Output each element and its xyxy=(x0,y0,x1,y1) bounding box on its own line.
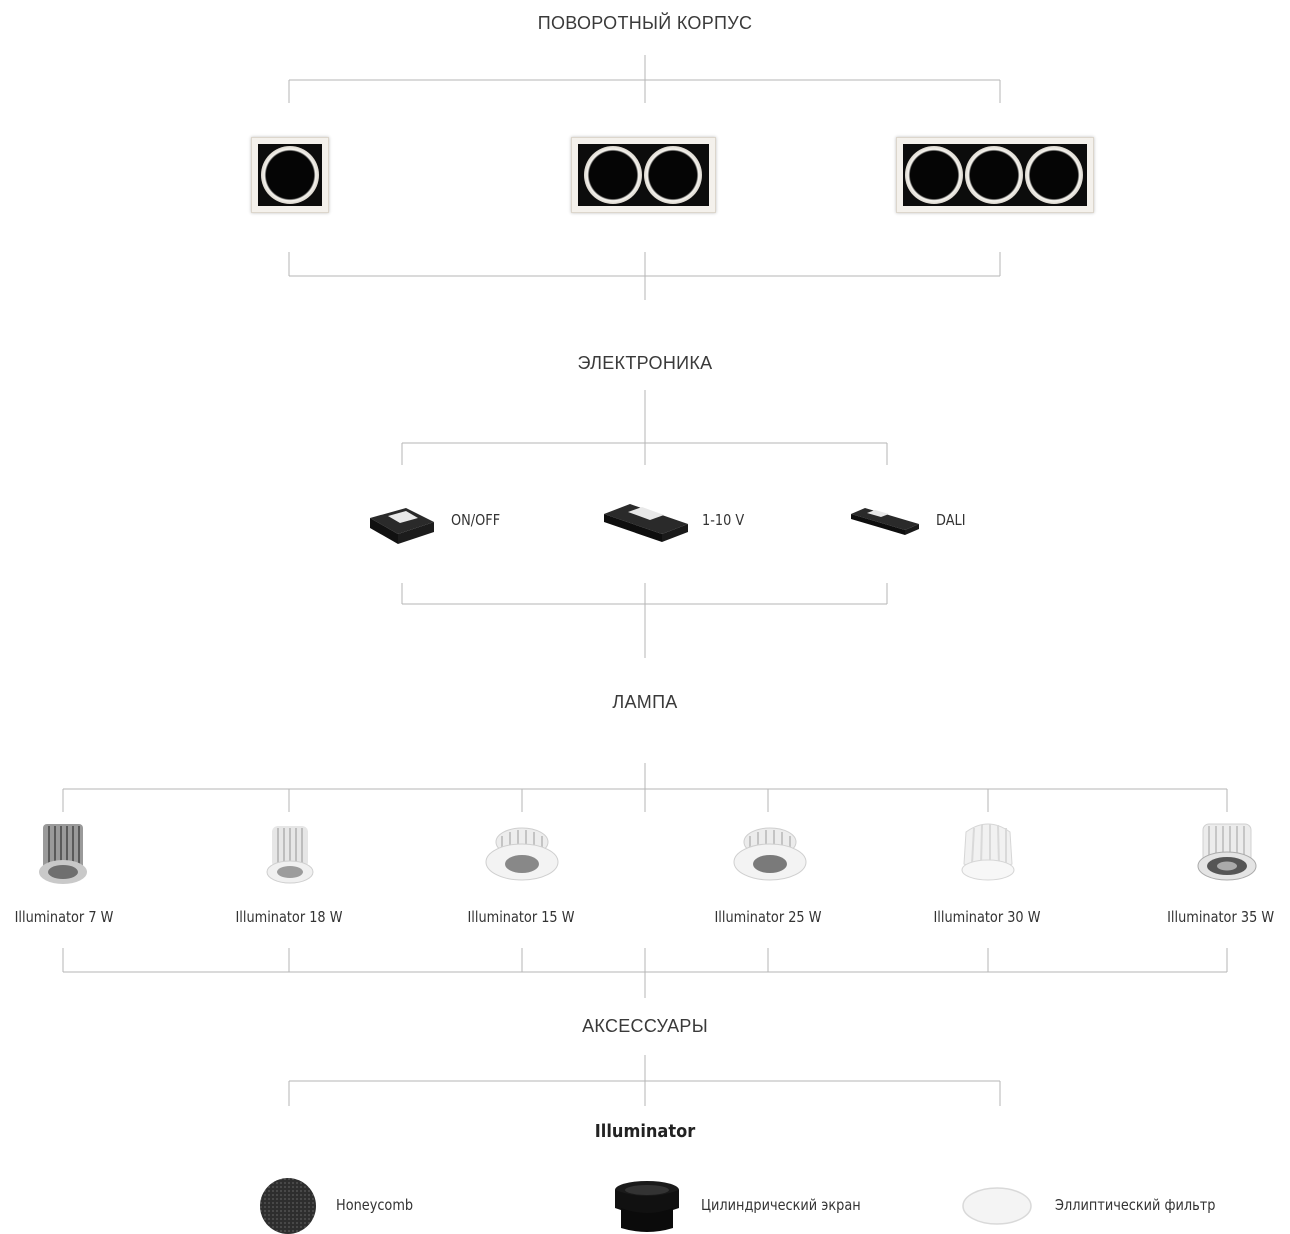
driver-label-onoff: ON/OFF xyxy=(451,511,501,529)
lamp-30w-icon xyxy=(961,823,1015,881)
lamp-label-18w: Illuminator 18 W xyxy=(235,908,343,926)
lamp-15w-icon xyxy=(485,827,559,881)
double-housing-icon xyxy=(571,137,716,213)
lamp-7w-icon xyxy=(39,824,87,884)
driver-onoff-icon xyxy=(370,508,434,544)
section-title-accessories: АКСЕССУАРЫ xyxy=(582,1016,708,1036)
triple-housing-icon xyxy=(896,137,1094,213)
lamp-label-15w: Illuminator 15 W xyxy=(467,908,575,926)
driver-dali-icon xyxy=(851,508,919,535)
lamp-label-25w: Illuminator 25 W xyxy=(714,908,822,926)
lamp-label-7w: Illuminator 7 W xyxy=(14,908,114,926)
cylinder-screen-icon xyxy=(615,1181,679,1232)
honeycomb-icon xyxy=(260,1178,316,1234)
section-title-housing: ПОВОРОТНЫЙ КОРПУС xyxy=(537,13,753,33)
driver-1-10v-icon xyxy=(604,504,688,542)
elliptic-filter-icon xyxy=(962,1187,1032,1225)
driver-label-1-10v: 1-10 V xyxy=(702,511,745,529)
section-title-lamp: ЛАМПА xyxy=(612,692,678,712)
lamp-35w-icon xyxy=(1197,823,1257,881)
lamp-18w-icon xyxy=(266,826,314,884)
accessory-label-elliptic-filter: Эллиптический фильтр xyxy=(1055,1196,1216,1214)
single-housing-icon xyxy=(251,137,329,213)
accessory-group-title: Illuminator xyxy=(594,1121,696,1142)
accessory-label-cylinder-screen: Цилиндрический экран xyxy=(701,1196,861,1214)
driver-label-dali: DALI xyxy=(936,511,966,529)
accessory-label-honeycomb: Honeycomb xyxy=(336,1196,414,1214)
lamp-25w-icon xyxy=(733,827,807,881)
lamp-label-35w: Illuminator 35 W xyxy=(1167,908,1275,926)
lamp-label-30w: Illuminator 30 W xyxy=(933,908,1041,926)
section-title-electronics: ЭЛЕКТРОНИКА xyxy=(577,353,713,373)
